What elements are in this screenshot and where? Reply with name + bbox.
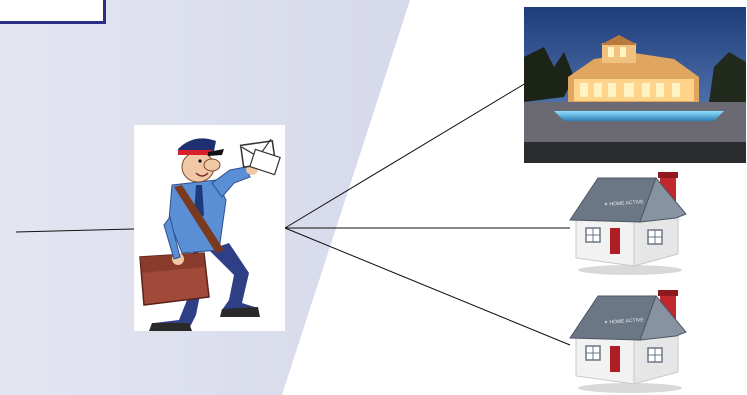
postman-icon bbox=[134, 125, 285, 331]
house-icon: ✦ HOME ACTIVE bbox=[570, 172, 686, 275]
label-box bbox=[0, 0, 106, 24]
house-icon: ✦ HOME ACTIVE bbox=[570, 290, 686, 393]
house-1: ✦ HOME ACTIVE bbox=[568, 170, 690, 276]
house-2: ✦ HOME ACTIVE bbox=[568, 288, 690, 394]
connector-to-house-2 bbox=[285, 228, 570, 345]
mansion-photo bbox=[524, 7, 746, 163]
mansion-icon bbox=[524, 7, 746, 163]
postman-image bbox=[134, 125, 285, 331]
